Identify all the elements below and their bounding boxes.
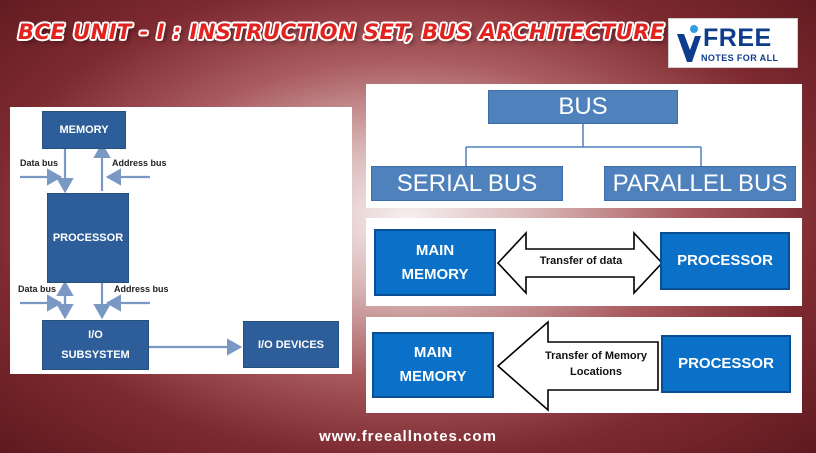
serial-bus-box: SERIAL BUS [371, 166, 563, 201]
address-arrow-label-line1: Transfer of Memory [544, 350, 648, 362]
memory-box: MEMORY [42, 111, 126, 149]
io-subsystem-box: I/O SUBSYSTEM [42, 320, 149, 370]
parallel-bus-box: PARALLEL BUS [604, 166, 796, 201]
main-memory-box: MAIN MEMORY [374, 229, 496, 296]
processor-box: PROCESSOR [660, 232, 790, 290]
address-arrow-label-line2: Locations [570, 366, 622, 378]
io-subsystem-label-line1: I/O [88, 329, 103, 341]
io-subsystem-label-line2: SUBSYSTEM [61, 349, 130, 361]
footer-url: www.freeallnotes.com [319, 428, 497, 445]
top-address-bus-label: Address bus [112, 158, 167, 168]
bus-types-diagram: BUS SERIAL BUS PARALLEL BUS [366, 84, 802, 208]
free-notes-logo: FREE NOTES FOR ALL [668, 18, 798, 68]
page-title: BCE UNIT - I : INSTRUCTION SET, BUS ARCH… [18, 20, 665, 44]
logo-figure-icon [677, 25, 701, 62]
main-memory-box: MAIN MEMORY [372, 332, 494, 398]
main-memory-label-line2: MEMORY [399, 368, 467, 385]
data-bus-transfer-diagram: MAIN MEMORY Transfer of data PROCESSOR [366, 218, 802, 306]
top-data-bus-label: Data bus [20, 158, 59, 168]
main-memory-label-line1: MAIN [415, 241, 455, 259]
address-arrow-label: Transfer of Memory Locations [534, 348, 658, 380]
processor-box: PROCESSOR [47, 193, 129, 283]
data-arrow-label: Transfer of data [539, 255, 623, 267]
main-memory-label-line1: MAIN [413, 344, 453, 361]
bus-root-box: BUS [488, 90, 678, 124]
logo-tagline: NOTES FOR ALL [701, 53, 779, 63]
bottom-address-bus-label: Address bus [114, 284, 169, 294]
logo-text: FREE [703, 24, 772, 52]
processor-box: PROCESSOR [661, 335, 791, 393]
bus-tree-connectors [465, 124, 702, 166]
diagram-connectors [20, 142, 243, 356]
bus-structure-diagram: MEMORY PROCESSOR I/O SUBSYSTEM I/O DEVIC… [10, 107, 352, 374]
io-devices-box: I/O DEVICES [243, 321, 339, 368]
left-arrow-icon [496, 320, 659, 412]
address-bus-transfer-diagram: MAIN MEMORY Transfer of Memory Locations… [366, 317, 802, 413]
main-memory-label-line2: MEMORY [401, 265, 469, 283]
bottom-data-bus-label: Data bus [18, 284, 57, 294]
